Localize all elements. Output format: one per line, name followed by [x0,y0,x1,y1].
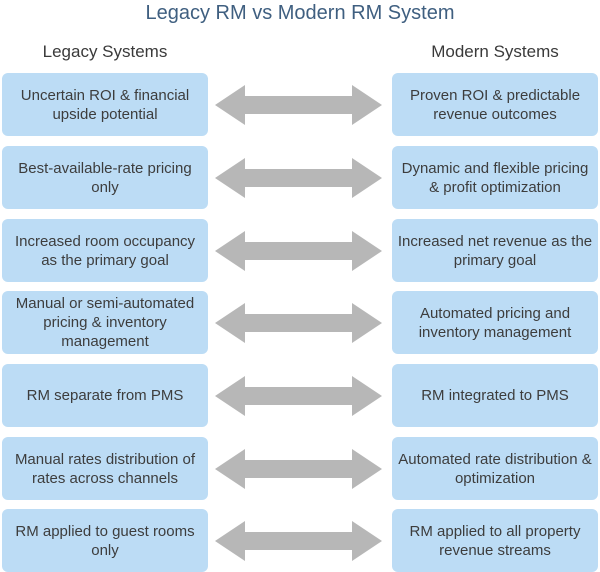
comparison-row: Increased room occupancy as the primary … [0,219,600,282]
legacy-box: Best-available-rate pricing only [2,146,208,209]
comparison-row: Uncertain ROI & financial upside potenti… [0,73,600,136]
comparison-row: Manual rates distribution of rates acros… [0,437,600,500]
legacy-box: RM separate from PMS [2,364,208,427]
double-arrow-icon [215,85,382,125]
double-arrow-icon [215,449,382,489]
diagram-title: Legacy RM vs Modern RM System [145,2,455,24]
modern-box: Automated pricing and inventory manageme… [392,291,598,354]
legacy-box: RM applied to guest rooms only [2,509,208,572]
double-arrow-icon [215,376,382,416]
comparison-row: RM separate from PMS RM integrated to PMS [0,364,600,427]
modern-box: RM applied to all property revenue strea… [392,509,598,572]
double-arrow-icon [215,303,382,343]
modern-box: Dynamic and flexible pricing & profit op… [392,146,598,209]
legacy-box: Uncertain ROI & financial upside potenti… [2,73,208,136]
comparison-row: Best-available-rate pricing only Dynamic … [0,146,600,209]
modern-box: Proven ROI & predictable revenue outcome… [392,73,598,136]
double-arrow-icon [215,521,382,561]
comparison-row: Manual or semi-automated pricing & inven… [0,291,600,354]
legacy-box: Manual or semi-automated pricing & inven… [2,291,208,354]
legacy-column-header: Legacy Systems [42,42,168,61]
modern-column-header: Modern Systems [431,42,559,61]
modern-box: Increased net revenue as the primary goa… [392,219,598,282]
comparison-row: RM applied to guest rooms only RM applied… [0,509,600,572]
legacy-box: Manual rates distribution of rates acros… [2,437,208,500]
double-arrow-icon [215,158,382,198]
legacy-box: Increased room occupancy as the primary … [2,219,208,282]
modern-box: Automated rate distribution & optimizati… [392,437,598,500]
double-arrow-icon [215,231,382,271]
modern-box: RM integrated to PMS [392,364,598,427]
